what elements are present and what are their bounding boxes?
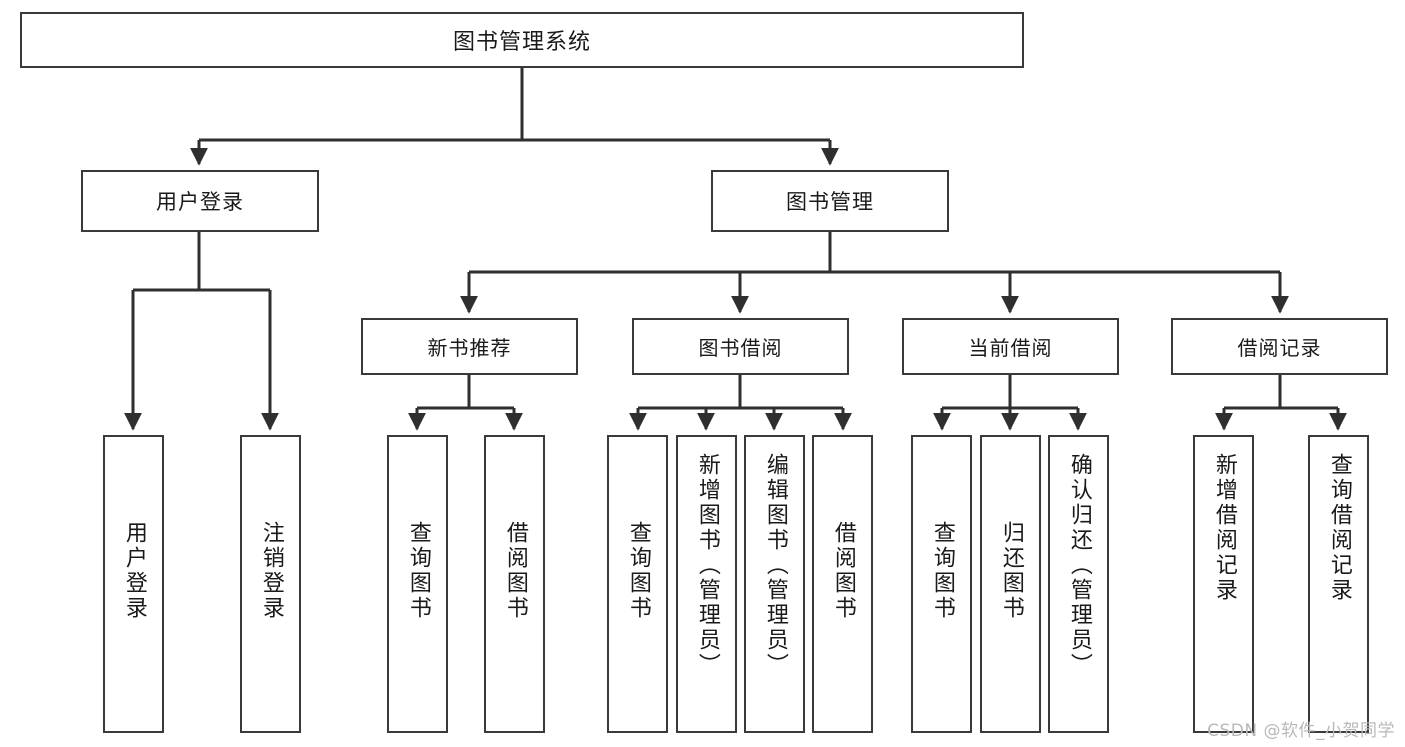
node-leaf-return-book[interactable]: 归还图书 xyxy=(980,435,1041,733)
node-label: 查询图书 xyxy=(625,521,651,621)
node-leaf-logout[interactable]: 注销登录 xyxy=(240,435,301,733)
node-leaf-user-login[interactable]: 用户登录 xyxy=(103,435,164,733)
node-label: 新书推荐 xyxy=(427,336,512,360)
node-label: 归还图书 xyxy=(998,521,1024,621)
node-new-book-recommend[interactable]: 新书推荐 xyxy=(361,318,578,375)
node-leaf-query-book-recommend[interactable]: 查询图书 xyxy=(387,435,448,733)
node-leaf-add-borrow-record[interactable]: 新增借阅记录 xyxy=(1193,435,1254,733)
node-label: 图书借阅 xyxy=(698,336,783,360)
node-leaf-add-book-admin[interactable]: 新增图书（管理员） xyxy=(676,435,737,733)
node-label: 查询图书 xyxy=(929,521,955,621)
node-book-borrow[interactable]: 图书借阅 xyxy=(632,318,849,375)
node-label: 确认归还（管理员） xyxy=(1066,453,1092,678)
node-root-system[interactable]: 图书管理系统 xyxy=(20,12,1024,68)
node-user-login[interactable]: 用户登录 xyxy=(81,170,319,232)
node-label: 新增借阅记录 xyxy=(1211,453,1237,603)
node-label: 编辑图书（管理员） xyxy=(762,453,788,678)
node-leaf-query-book-current[interactable]: 查询图书 xyxy=(911,435,972,733)
node-label: 借阅记录 xyxy=(1237,336,1322,360)
node-label: 注销登录 xyxy=(258,521,284,621)
csdn-watermark: CSDN @软件_小贺同学 xyxy=(1207,721,1395,741)
node-book-management[interactable]: 图书管理 xyxy=(711,170,949,232)
node-leaf-query-book-borrow[interactable]: 查询图书 xyxy=(607,435,668,733)
node-borrow-record[interactable]: 借阅记录 xyxy=(1171,318,1388,375)
node-leaf-confirm-return-admin[interactable]: 确认归还（管理员） xyxy=(1048,435,1109,733)
node-label: 新增图书（管理员） xyxy=(694,453,720,678)
node-label: 图书管理系统 xyxy=(452,30,591,55)
node-label: 用户登录 xyxy=(121,521,147,621)
node-current-borrow[interactable]: 当前借阅 xyxy=(902,318,1119,375)
node-leaf-edit-book-admin[interactable]: 编辑图书（管理员） xyxy=(744,435,805,733)
node-label: 用户登录 xyxy=(156,190,244,214)
node-label: 当前借阅 xyxy=(968,336,1053,360)
node-label: 借阅图书 xyxy=(830,521,856,621)
node-label: 查询图书 xyxy=(405,521,431,621)
node-leaf-borrow-book-recommend[interactable]: 借阅图书 xyxy=(484,435,545,733)
node-label: 查询借阅记录 xyxy=(1326,453,1352,603)
node-label: 借阅图书 xyxy=(502,521,528,621)
node-leaf-borrow-book[interactable]: 借阅图书 xyxy=(812,435,873,733)
node-label: 图书管理 xyxy=(786,190,874,214)
node-leaf-query-borrow-record[interactable]: 查询借阅记录 xyxy=(1308,435,1369,733)
